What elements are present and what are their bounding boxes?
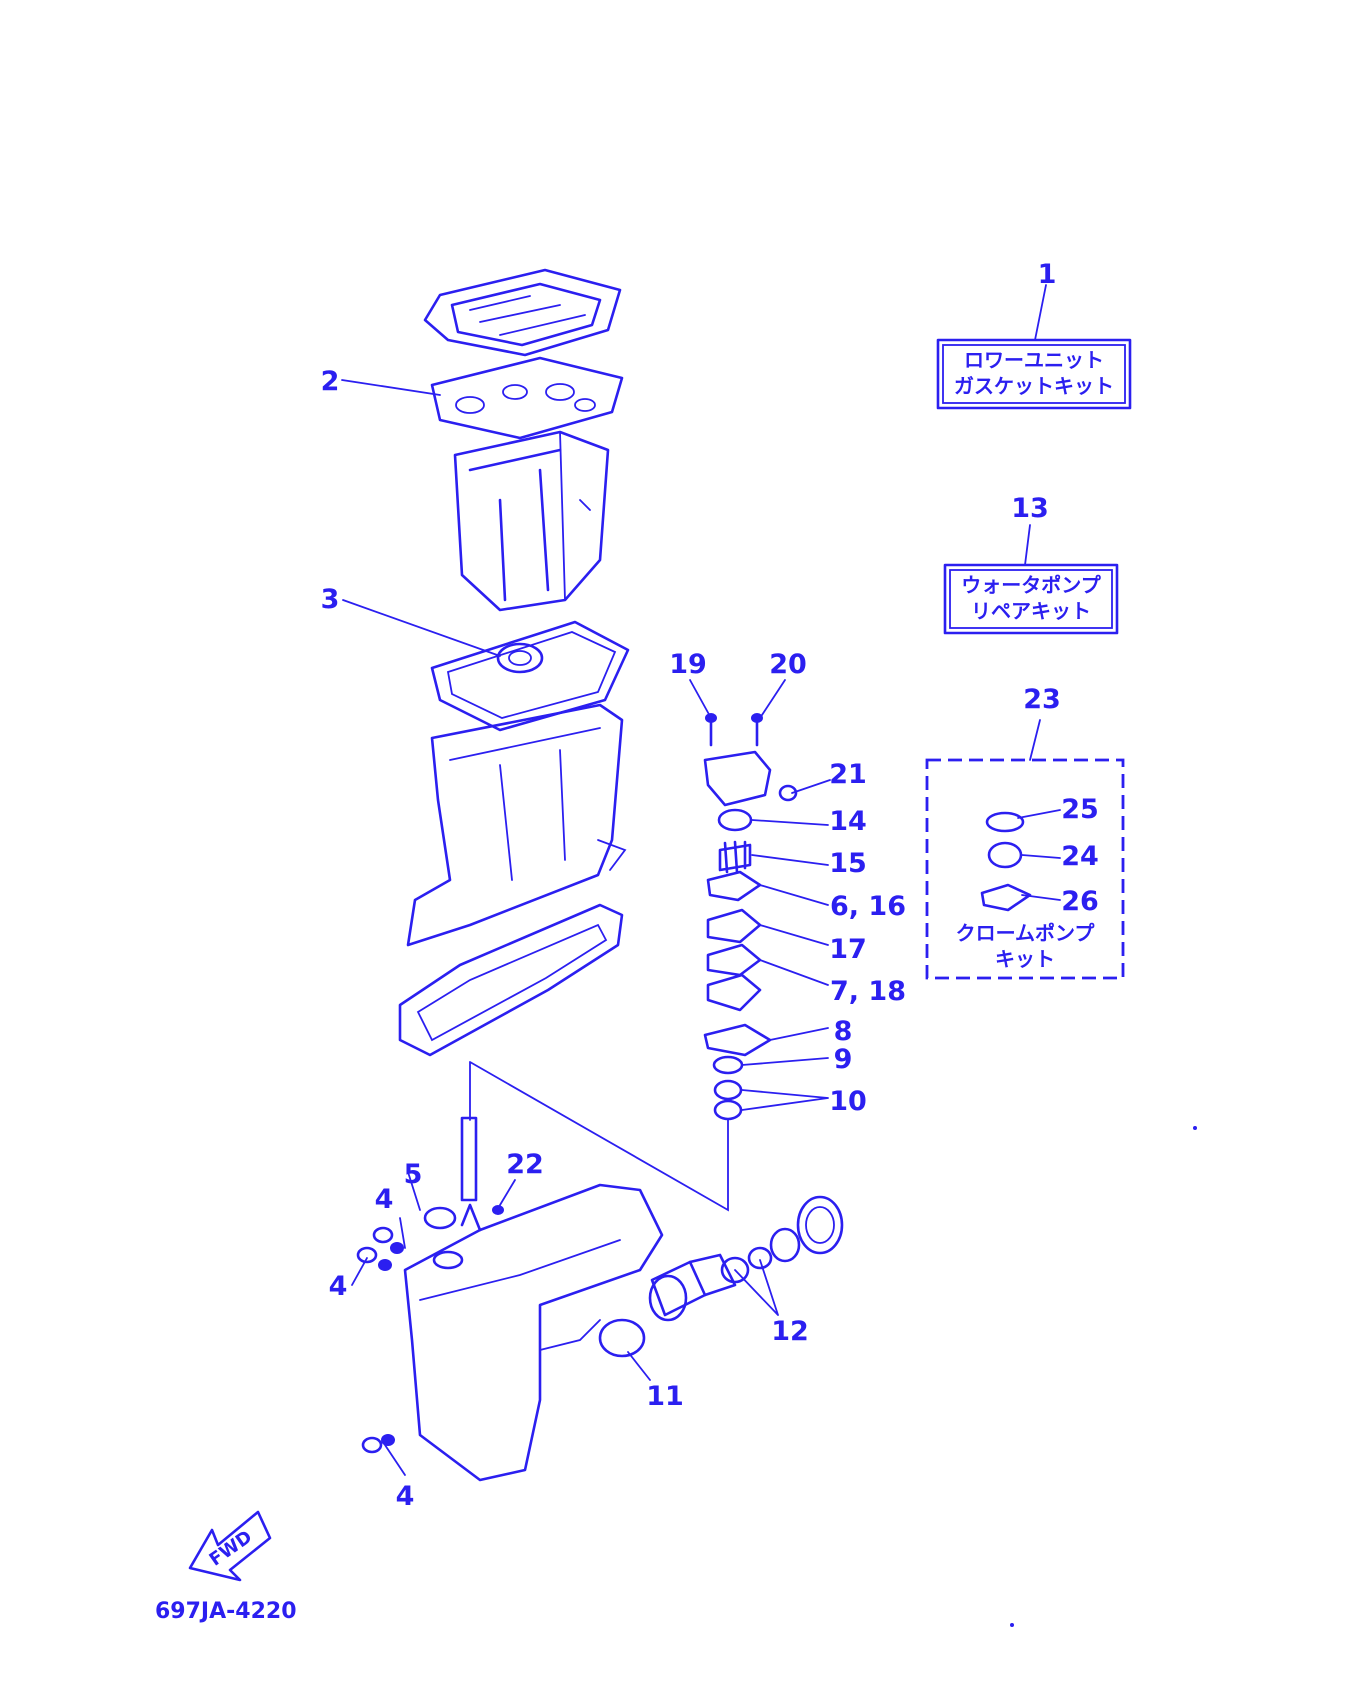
- assembly-leader-line: [469, 1061, 729, 1212]
- upper-casing-assembly: [398, 268, 630, 1057]
- callout-24: 24: [1061, 841, 1099, 872]
- callout-4c: 4: [396, 1481, 415, 1512]
- callout-4b: 4: [329, 1271, 348, 1302]
- callout-numbers: 1 2 3 13 19 20 23 21 14 15 6, 16 17 7, 1…: [321, 259, 1099, 1512]
- callout-3: 3: [321, 584, 340, 615]
- lower-unit-gasket-kit-box: ロワーユニット ガスケットキット: [936, 338, 1132, 410]
- callout-11: 11: [646, 1381, 684, 1412]
- chrome-pump-kit-box: クロームポンプ キット: [925, 758, 1125, 980]
- leader-lines: [341, 284, 1061, 1476]
- callout-1: 1: [1038, 259, 1057, 290]
- callout-17: 17: [829, 934, 867, 965]
- kit-label-line2: ガスケットキット: [954, 374, 1114, 398]
- water-pump-repair-kit-box: ウォータポンプ リペアキット: [943, 563, 1119, 635]
- print-speck: [1010, 1623, 1014, 1627]
- callout-19: 19: [669, 649, 707, 680]
- callout-12: 12: [771, 1316, 809, 1347]
- callout-13: 13: [1011, 493, 1049, 524]
- callout-22: 22: [506, 1149, 544, 1180]
- callout-2: 2: [321, 366, 340, 397]
- kit-label-line1: ロワーユニット: [964, 348, 1104, 372]
- callout-10: 10: [829, 1086, 867, 1117]
- callout-9: 9: [834, 1044, 853, 1075]
- kit-label-line2: キット: [995, 947, 1055, 971]
- kit-label-line1: ウォータポンプ: [961, 573, 1101, 597]
- callout-21: 21: [829, 759, 867, 790]
- fwd-arrow-icon: FWD: [188, 1510, 272, 1582]
- callout-8: 8: [834, 1016, 853, 1047]
- kit-label-line2: リペアキット: [971, 599, 1091, 623]
- callout-7-18: 7, 18: [830, 976, 906, 1007]
- callout-23: 23: [1023, 684, 1061, 715]
- drive-shaft: [460, 1116, 478, 1202]
- callout-5: 5: [404, 1159, 423, 1190]
- callout-20: 20: [769, 649, 807, 680]
- callout-4a: 4: [375, 1184, 394, 1215]
- kit-label-line1: クロームポンプ: [956, 921, 1096, 945]
- gear-case-assembly: [356, 1183, 844, 1482]
- water-pump-parts: [703, 713, 798, 1121]
- part-code: 697JA-4220: [155, 1599, 297, 1624]
- callout-14: 14: [829, 806, 867, 837]
- callout-15: 15: [829, 848, 867, 879]
- callout-6-16: 6, 16: [830, 891, 906, 922]
- print-speck: [1193, 1126, 1197, 1130]
- callout-26: 26: [1061, 886, 1099, 917]
- callout-25: 25: [1061, 794, 1099, 825]
